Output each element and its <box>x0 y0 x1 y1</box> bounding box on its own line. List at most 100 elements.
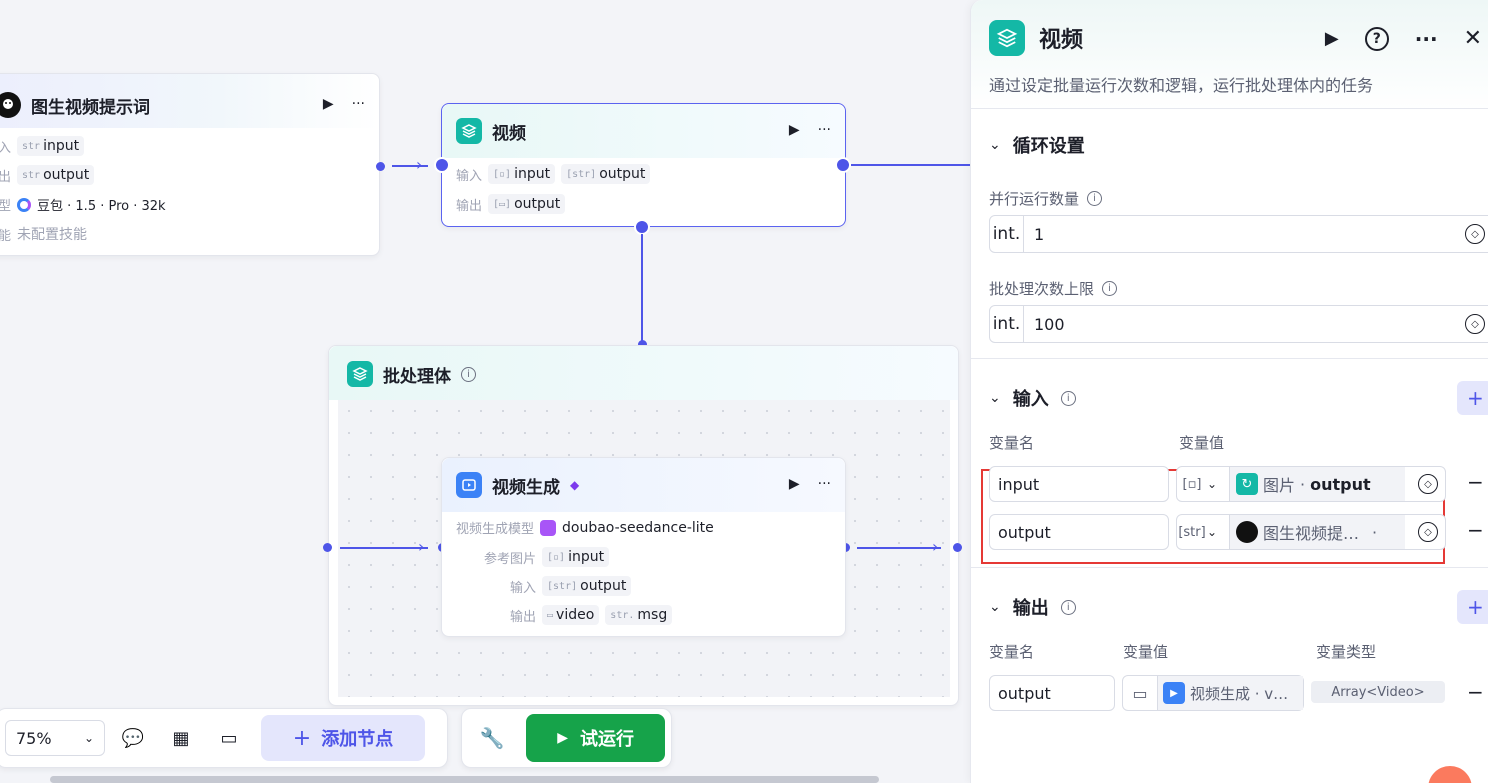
edge <box>340 547 428 549</box>
field-value: output <box>998 522 1051 542</box>
layers-icon <box>456 118 482 144</box>
port-in[interactable] <box>434 157 450 173</box>
node-header-bg <box>442 458 845 512</box>
row-key: 模型 <box>0 199 12 214</box>
column-header: 变量值 <box>1179 434 1225 452</box>
separator: · <box>1300 474 1306 494</box>
more-icon[interactable]: ··· <box>1414 26 1438 51</box>
node-header-bg <box>329 346 958 400</box>
source-node: 图生视频提… <box>1263 524 1360 543</box>
zoom-select[interactable]: 75% ⌄ <box>5 720 105 756</box>
var-chip: ▭video <box>542 605 600 625</box>
column-header: 变量名 <box>989 434 1035 452</box>
more-icon[interactable]: ··· <box>817 476 831 492</box>
chevron-down-icon[interactable]: ⌄ <box>989 599 1001 615</box>
field-value: 1 <box>1034 224 1045 244</box>
run-node-icon[interactable]: ▶ <box>788 122 800 138</box>
add-output-button[interactable]: + <box>1457 590 1488 624</box>
more-icon[interactable]: ··· <box>351 96 365 112</box>
variable-ref-icon[interactable]: ◇ <box>1418 522 1438 542</box>
output-name-field[interactable]: output <box>989 675 1115 711</box>
video-play-icon <box>456 472 482 498</box>
edge <box>851 164 971 166</box>
comment-icon[interactable]: 💬 <box>121 727 145 749</box>
field-label: 并行运行数量 <box>989 190 1080 208</box>
run-toolbar: 🔧 ▶ 试运行 <box>461 708 672 768</box>
edge <box>392 165 428 167</box>
info-icon[interactable]: i <box>461 366 476 382</box>
test-run-label: 试运行 <box>579 729 634 750</box>
edge <box>641 234 643 342</box>
column-header: 变量名 <box>989 643 1035 661</box>
output-value-field[interactable]: ▭ ▶ 视频生成 · v… <box>1122 675 1304 711</box>
remove-input-button[interactable]: − <box>1467 518 1484 542</box>
variable-ref-icon[interactable]: ◇ <box>1418 474 1438 494</box>
floating-avatar[interactable] <box>1428 766 1472 783</box>
info-icon[interactable]: i <box>1060 390 1076 406</box>
chevron-down-icon[interactable]: ⌄ <box>989 390 1001 406</box>
chevron-down-icon[interactable]: ⌄ <box>1207 525 1218 539</box>
test-run-button[interactable]: ▶ 试运行 <box>526 714 665 762</box>
image-type-icon: [▫] <box>1182 476 1202 492</box>
node-settings-panel: 视频 ▶ ? ··· ✕ 通过设定批量运行次数和逻辑，运行批处理体内的任务 ⌄ … <box>970 0 1488 783</box>
port-in[interactable] <box>323 543 332 552</box>
add-input-button[interactable]: + <box>1457 381 1488 415</box>
row-key: 参考图片 <box>484 551 537 567</box>
info-icon[interactable]: i <box>1102 281 1118 296</box>
var-chip: [str]output <box>561 164 651 184</box>
minimap-icon[interactable]: ▭ <box>220 727 238 749</box>
add-node-button[interactable]: + 添加节点 <box>261 715 425 761</box>
batch-limit-input[interactable]: int. 100 ◇ <box>989 305 1488 343</box>
var-chip: [str]output <box>542 576 632 596</box>
chevron-down-icon[interactable]: ⌄ <box>989 137 1001 153</box>
llm-avatar-icon <box>1236 521 1258 543</box>
node-video-gen[interactable]: 视频生成 ◆ ▶ ··· 视频生成模型 doubao-seedance-lite… <box>441 457 846 637</box>
help-icon[interactable]: ? <box>1364 26 1389 51</box>
port-out[interactable] <box>376 162 385 171</box>
panel-title: 视频 <box>1039 28 1084 53</box>
info-icon[interactable]: i <box>1060 599 1076 615</box>
remove-input-button[interactable]: − <box>1467 470 1484 494</box>
input-name-field[interactable]: output <box>989 514 1169 550</box>
variable-ref-icon[interactable]: ◇ <box>1465 224 1485 244</box>
model-value: 豆包 · 1.5 · Pro · 32k <box>37 199 166 214</box>
node-video[interactable]: 视频 ▶ ··· 输入 [▫]input [str]output 输出 [▭]o… <box>441 103 846 227</box>
run-node-icon[interactable]: ▶ <box>322 96 334 112</box>
input-value-field[interactable]: [▫] ⌄ ↻ 图片 · output ◇ <box>1176 466 1446 502</box>
input-value-field[interactable]: [str] ⌄ 图生视频提… · ◇ <box>1176 514 1446 550</box>
var-chip: [▭]output <box>488 194 566 214</box>
layout-grid-icon[interactable]: ▦ <box>172 727 190 749</box>
port-out[interactable] <box>835 157 851 173</box>
variable-ref-icon[interactable]: ◇ <box>1465 314 1485 334</box>
info-icon[interactable]: i <box>1087 191 1103 206</box>
source-node: 视频生成 · v… <box>1190 684 1289 703</box>
port-batch[interactable] <box>634 219 650 235</box>
port-in[interactable] <box>638 340 647 349</box>
close-icon[interactable]: ✕ <box>1463 26 1482 51</box>
type-tag: int. <box>990 306 1024 342</box>
horizontal-scrollbar[interactable] <box>50 776 879 783</box>
row-key: 输出 <box>456 198 483 214</box>
chevron-down-icon[interactable]: ⌄ <box>1207 477 1218 491</box>
node-title: 视频生成 <box>492 477 560 498</box>
run-node-icon[interactable]: ▶ <box>788 476 800 492</box>
run-icon[interactable]: ▶ <box>1324 28 1339 49</box>
more-icon[interactable]: ··· <box>817 122 831 138</box>
input-name-field[interactable]: input <box>989 466 1169 502</box>
divider <box>971 108 1488 109</box>
port-out[interactable] <box>953 543 962 552</box>
parallel-count-input[interactable]: int. 1 ◇ <box>989 215 1488 253</box>
node-title: 视频 <box>492 123 526 144</box>
play-icon: ▶ <box>557 730 568 746</box>
wrench-icon[interactable]: 🔧 <box>479 726 505 750</box>
remove-output-button[interactable]: − <box>1467 680 1484 704</box>
edge-arrow-icon: › <box>932 537 939 556</box>
panel-description: 通过设定批量运行次数和逻辑，运行批处理体内的任务 <box>989 76 1374 95</box>
type-badge: Array<Video> <box>1311 681 1445 703</box>
str-type-icon: [str] <box>1178 524 1206 540</box>
loop-icon: ↻ <box>1236 473 1258 495</box>
folder-icon: ▭ <box>1132 683 1148 703</box>
row-key: 技能 <box>0 228 12 244</box>
